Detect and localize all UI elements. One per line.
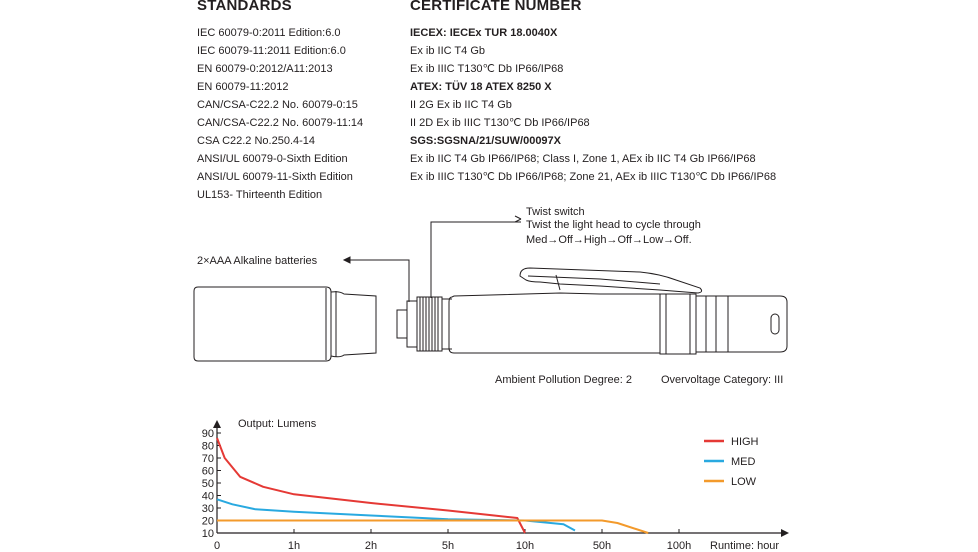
series-line-low [217, 519, 649, 534]
certificate-marking: II 2G Ex ib IIC T4 Gb [410, 99, 512, 111]
y-axis-arrow [213, 420, 221, 428]
standard-item: IEC 60079-0:2011 Edition:6.0 [197, 27, 341, 39]
x-tick-label: 5h [442, 540, 454, 550]
x-tick-label: 100h [667, 540, 691, 550]
standard-item: IEC 60079-11:2011 Edition:6.0 [197, 45, 346, 57]
battery-leader-arrow [342, 256, 351, 264]
standard-item: CAN/CSA-C22.2 No. 60079-11:14 [197, 117, 364, 129]
certificate-marking: Ex ib IIIC T130℃ Db IP66/IP68 [410, 63, 564, 75]
certificate-number: SGS:SGSNA/21/SUW/00097X [410, 135, 562, 147]
y-tick-label: 30 [202, 503, 214, 515]
battery-label: 2×AAA Alkaline batteries [197, 255, 318, 267]
x-tick-label: 1h [288, 540, 300, 550]
certificate-list: IECEX: IECEx TUR 18.0040X Ex ib IIC T4 Gb… [410, 24, 776, 186]
certificate-marking: Ex ib IIIC T130℃ Db IP66/IP68; Zone 21, … [410, 171, 777, 183]
flashlight-diagram [193, 215, 788, 362]
standard-item: CSA C22.2 No.250.4-14 [197, 135, 316, 147]
standard-item: ANSI/UL 60079-0-Sixth Edition [197, 153, 348, 165]
standard-item: EN 60079-11:2012 [197, 81, 289, 93]
x-tick-label: 0 [214, 540, 220, 550]
flashlight-body [448, 292, 788, 355]
y-tick-label: 90 [202, 428, 214, 440]
pollution-degree: Ambient Pollution Degree: 2 [495, 374, 632, 386]
twist-switch-desc: Twist the light head to cycle through [526, 219, 701, 231]
tail-cap [193, 286, 377, 362]
pocket-clip [519, 267, 703, 294]
y-tick-label: 10 [202, 528, 214, 540]
y-tick-label: 60 [202, 466, 214, 478]
certificate-marking: Ex ib IIC T4 Gb IP66/IP68; Class I, Zone… [410, 153, 756, 165]
legend-label-low: LOW [731, 476, 757, 488]
twist-switch-title: Twist switch [526, 206, 585, 218]
standard-item: ANSI/UL 60079-11-Sixth Edition [197, 171, 353, 183]
battery-leader-line [350, 259, 410, 302]
chart-ylabel: Output: Lumens [238, 418, 317, 430]
overvoltage-category: Overvoltage Category: III [661, 374, 784, 386]
y-tick-label: 80 [202, 441, 214, 453]
x-axis-arrow [781, 529, 789, 537]
y-tick-label: 50 [202, 478, 214, 490]
y-tick-label: 40 [202, 491, 214, 503]
x-tick-label: 50h [593, 540, 611, 550]
certificate-number: IECEX: IECEx TUR 18.0040X [410, 27, 558, 39]
thread-section [396, 296, 452, 352]
y-tick-label: 70 [202, 453, 214, 465]
x-tick-label: 2h [365, 540, 377, 550]
standard-item: CAN/CSA-C22.2 No. 60079-0:15 [197, 99, 358, 111]
certificate-title: CERTIFICATE NUMBER [410, 0, 582, 14]
chart-xlabel: Runtime: hour [710, 540, 780, 552]
standards-title: STANDARDS [197, 0, 292, 14]
x-tick-label: 10h [516, 540, 534, 550]
y-tick-label: 20 [202, 516, 214, 528]
certificate-marking: Ex ib IIC T4 Gb [410, 45, 485, 57]
standard-item: UL153- Thirteenth Edition [197, 189, 323, 201]
certificate-number: ATEX: TÜV 18 ATEX 8250 X [410, 81, 552, 93]
certificate-marking: II 2D Ex ib IIIC T130℃ Db IP66/IP68 [410, 117, 590, 129]
legend-label-high: HIGH [731, 436, 759, 448]
series-line-high [216, 437, 526, 534]
legend-label-med: MED [731, 456, 756, 468]
series-line-med [216, 498, 576, 532]
switch-leader-line [430, 221, 521, 298]
standard-item: EN 60079-0:2012/A11:2013 [197, 63, 333, 75]
twist-switch-modes: Med→Off→High→Off→Low→Off. [526, 234, 692, 246]
